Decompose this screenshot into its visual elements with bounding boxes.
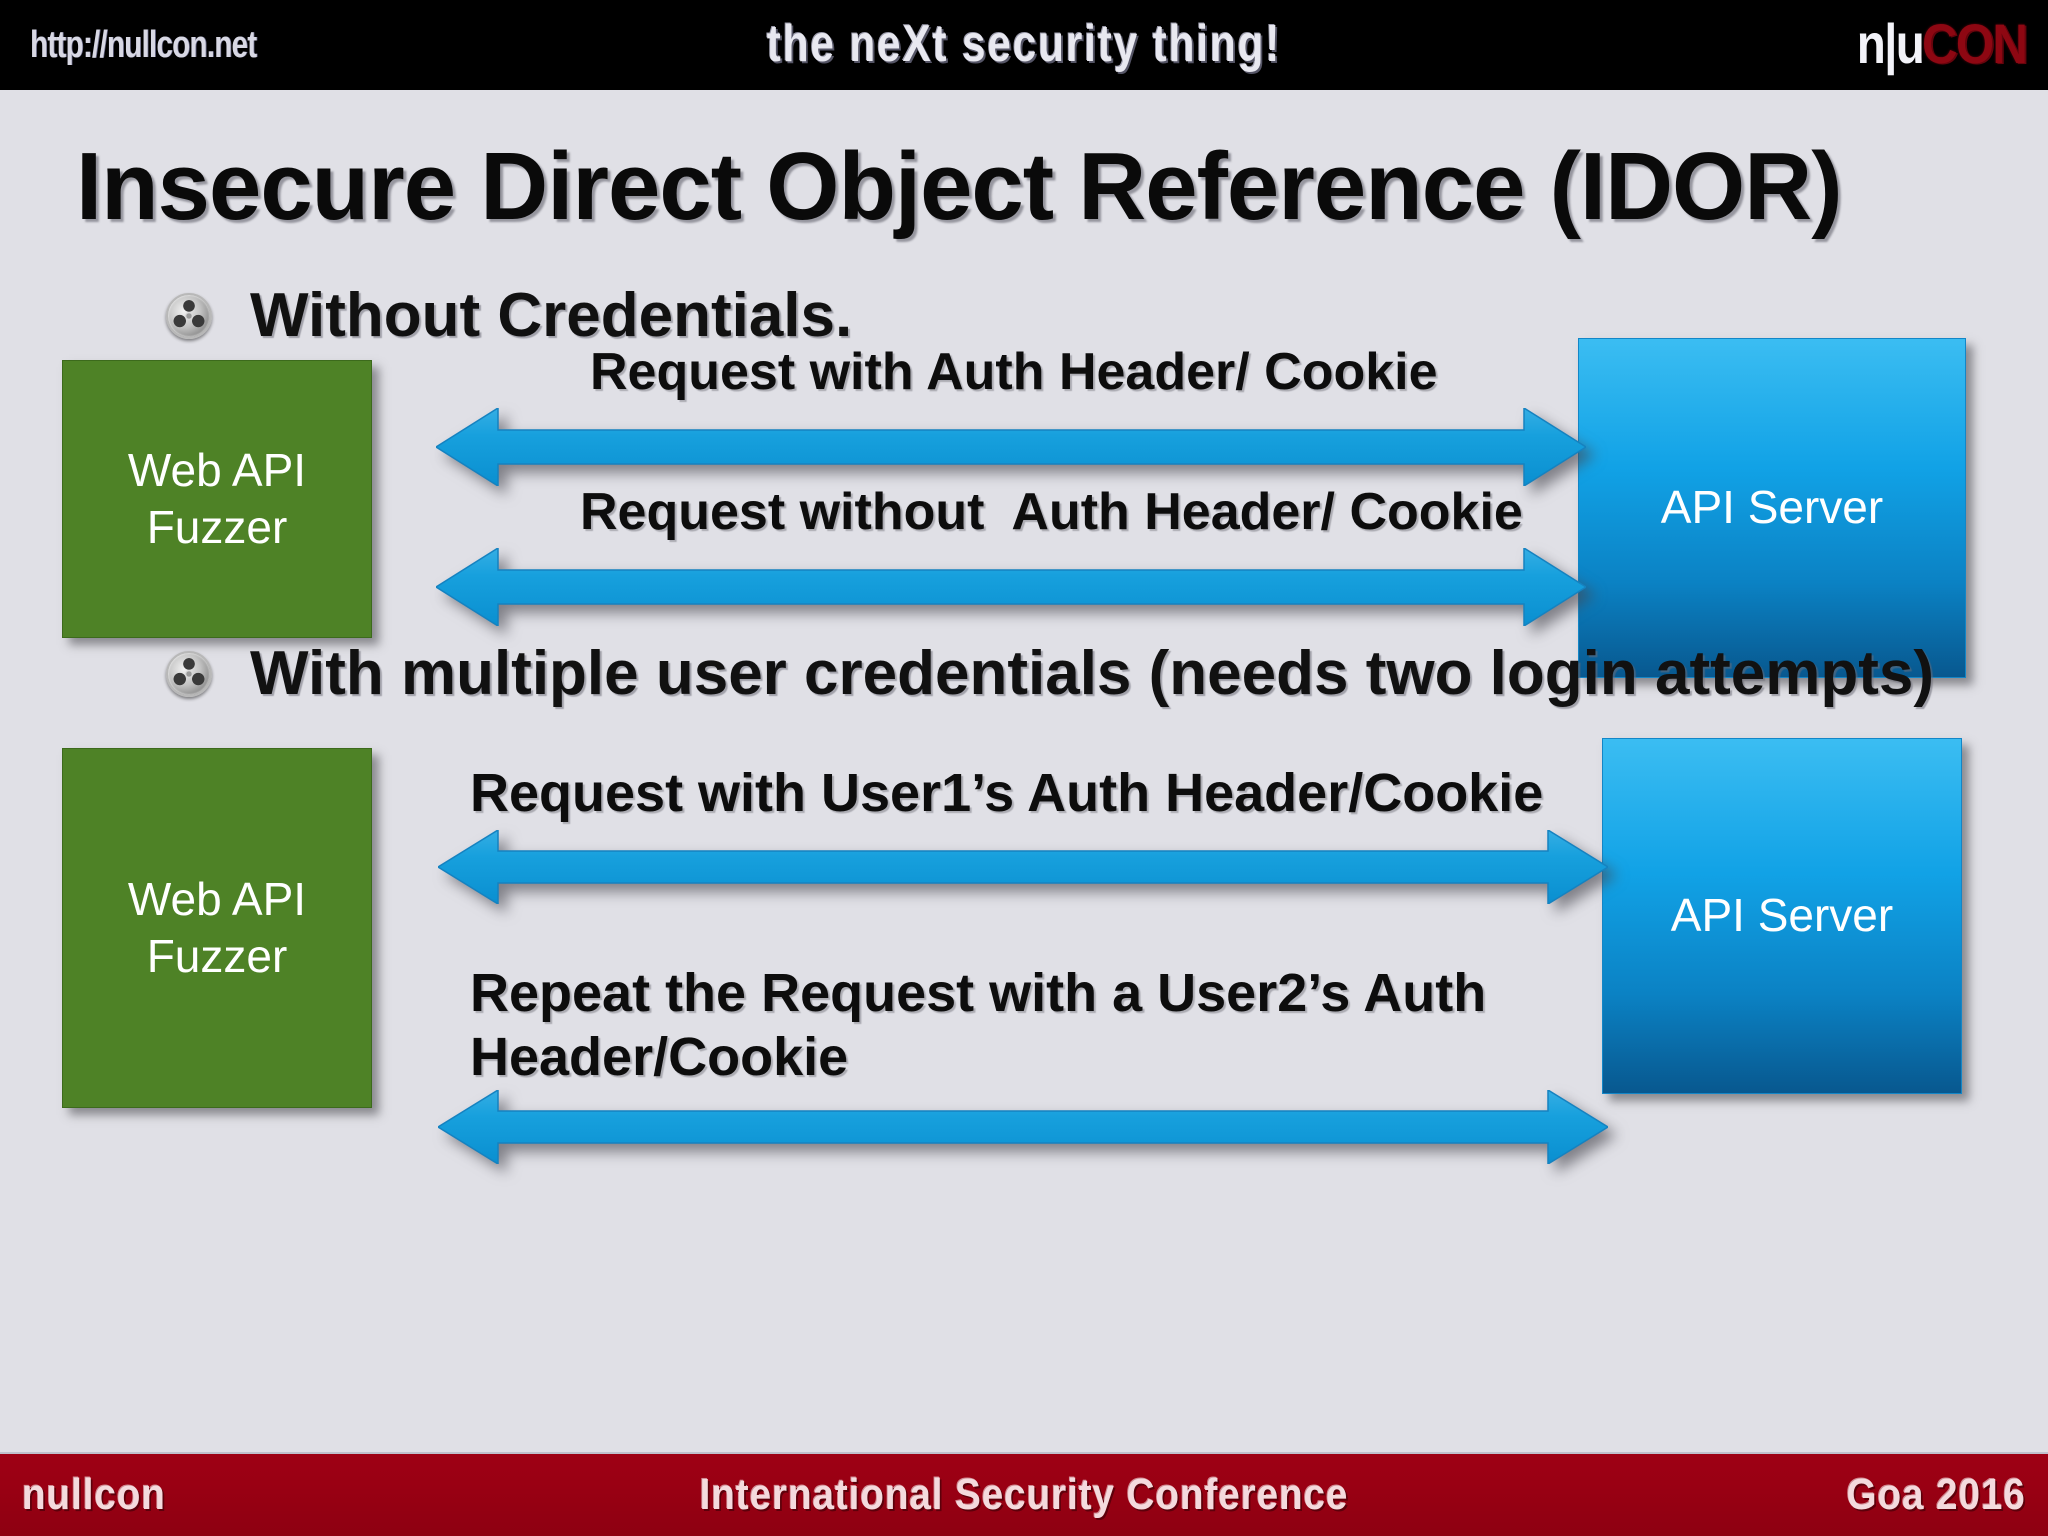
footer-conference-name: International Security Conference xyxy=(123,1470,1925,1520)
footer-location-year: Goa 2016 xyxy=(1847,1470,2026,1520)
web-api-fuzzer-box-2: Web APIFuzzer xyxy=(62,748,372,1108)
api-server-box-2: API Server xyxy=(1602,738,1962,1094)
film-reel-icon xyxy=(166,651,212,697)
bullet-item-1: Without Credentials. xyxy=(166,280,852,351)
bidirectional-arrow-icon xyxy=(436,408,1586,486)
api-server-label-2: API Server xyxy=(1671,887,1893,945)
bullet-label-2: With multiple user credentials (needs tw… xyxy=(250,638,1934,709)
bidirectional-arrow-icon xyxy=(438,830,1608,904)
bullet-item-2: With multiple user credentials (needs tw… xyxy=(166,638,1934,709)
flow-label-2-1: Request with User1’s Auth Header/Cookie xyxy=(470,762,1543,826)
nullcon-logo: n|uCON xyxy=(1845,8,2040,78)
flow-label-1-1: Request with Auth Header/ Cookie xyxy=(590,342,1438,403)
flow-label-1-2: Request without Auth Header/ Cookie xyxy=(580,482,1523,543)
film-reel-icon xyxy=(166,293,212,339)
flow-arrow-1-2 xyxy=(436,548,1586,626)
flow-arrow-2-2 xyxy=(438,1090,1608,1164)
logo-nu-text: n|u xyxy=(1857,11,1923,76)
bidirectional-arrow-icon xyxy=(438,1090,1608,1164)
web-api-fuzzer-box-1: Web APIFuzzer xyxy=(62,360,372,638)
bullet-label-1: Without Credentials. xyxy=(250,280,852,351)
slide-body: Insecure Direct Object Reference (IDOR) … xyxy=(0,90,2048,1452)
page-title: Insecure Direct Object Reference (IDOR) xyxy=(76,132,1958,242)
web-api-fuzzer-label-2: Web APIFuzzer xyxy=(128,871,306,986)
bidirectional-arrow-icon xyxy=(436,548,1586,626)
footer-bar: nullcon International Security Conferenc… xyxy=(0,1452,2048,1536)
api-server-box-1: API Server xyxy=(1578,338,1966,678)
tagline-text: the neXt security thing! xyxy=(82,13,1966,73)
flow-arrow-2-1 xyxy=(438,830,1608,904)
flow-label-2-2: Repeat the Request with a User2’s Auth H… xyxy=(470,962,1486,1089)
top-banner: http://nullcon.net the neXt security thi… xyxy=(0,0,2048,90)
logo-con-text: CON xyxy=(1922,11,2026,76)
flow-arrow-1-1 xyxy=(436,408,1586,486)
api-server-label-1: API Server xyxy=(1661,479,1883,537)
web-api-fuzzer-label-1: Web APIFuzzer xyxy=(128,442,306,557)
